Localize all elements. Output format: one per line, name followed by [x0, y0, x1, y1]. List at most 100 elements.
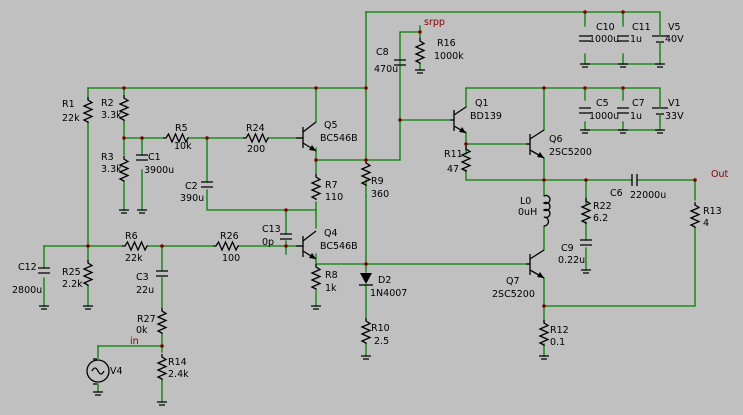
- c5-value: 1000u: [589, 111, 619, 122]
- q5-value: BC546B: [320, 133, 358, 144]
- net-label-srpp: srpp: [424, 17, 445, 28]
- r24-name: R24: [246, 123, 265, 134]
- resistor-r13: [690, 201, 700, 229]
- resistor-r1: [83, 96, 93, 124]
- c8-name: C8: [376, 47, 389, 58]
- r14-name: R14: [168, 357, 187, 368]
- transistor-q5: [296, 121, 317, 152]
- r27-value: 0k: [136, 325, 148, 336]
- c9-name: C9: [561, 243, 574, 254]
- capacitor-c1: [136, 154, 148, 161]
- resistor-r7: [311, 173, 321, 201]
- r3-value: 3.3k: [101, 164, 122, 175]
- r13-value: 4: [703, 218, 709, 229]
- c10-value: 1000u: [589, 34, 619, 45]
- capacitor-c3: [156, 270, 168, 277]
- net-label-out: Out: [711, 169, 728, 180]
- d2-value: 1N4007: [370, 288, 407, 299]
- r9-name: R9: [371, 176, 384, 187]
- c11-value: 1u: [630, 34, 642, 45]
- junction-dots: [86, 10, 697, 348]
- inductor-l0: [542, 194, 551, 227]
- r5-value: 10k: [174, 141, 192, 152]
- diode-d2: [359, 273, 373, 286]
- c12-value: 2800u: [12, 285, 42, 296]
- c2-name: C2: [185, 181, 198, 192]
- r2-value: 3.3k: [101, 110, 122, 121]
- r10-value: 2.5: [374, 336, 389, 347]
- net-label-in: in: [130, 336, 139, 347]
- resistor-r24: [242, 133, 270, 143]
- r7-name: R7: [325, 180, 338, 191]
- resistor-r12: [539, 319, 549, 347]
- transistor-q7: [526, 249, 545, 279]
- capacitor-c7: [617, 107, 629, 114]
- c5-name: C5: [596, 98, 609, 109]
- v5-value: 40V: [665, 34, 684, 45]
- r8-name: R8: [325, 270, 338, 281]
- c6-name: C6: [610, 188, 623, 199]
- v1-value: 33V: [665, 111, 684, 122]
- capacitor-c5: [579, 107, 591, 114]
- capacitor-c8: [394, 59, 406, 66]
- c3-value: 22u: [136, 285, 154, 296]
- q6-value: 2SC5200: [549, 147, 592, 158]
- capacitor-c2: [201, 181, 213, 188]
- r25-name: R25: [62, 267, 81, 278]
- transistor-q1: [450, 106, 467, 134]
- v4-name: V4: [110, 366, 123, 377]
- q6-name: Q6: [549, 134, 563, 145]
- c6-value: 22000u: [630, 190, 666, 201]
- ac-source-v4: [86, 358, 110, 385]
- r1-value: 22k: [62, 113, 80, 124]
- r8-value: 1k: [325, 283, 337, 294]
- r12-value: 0.1: [550, 337, 565, 348]
- r22-name: R22: [593, 201, 612, 212]
- transistor-q6: [526, 129, 545, 159]
- r13-name: R13: [703, 206, 722, 217]
- c13-value: 0p: [262, 237, 274, 248]
- dc-source-v5: [652, 25, 668, 55]
- resistor-r14: [157, 353, 167, 381]
- r12-name: R12: [550, 325, 569, 336]
- r10-name: R10: [371, 323, 390, 334]
- c12-name: C12: [18, 262, 37, 273]
- r22-value: 6.2: [593, 213, 608, 224]
- c11-name: C11: [632, 22, 651, 33]
- capacitor-c9: [580, 239, 592, 246]
- capacitor-c11: [617, 35, 629, 42]
- r16-value: 1000k: [434, 51, 464, 62]
- resistor-r27: [157, 307, 167, 335]
- resistor-r10: [361, 317, 371, 345]
- resistor-r25: [83, 259, 93, 287]
- c13-name: C13: [262, 224, 281, 235]
- d2-name: D2: [378, 275, 391, 286]
- l0-name: L0: [520, 196, 531, 207]
- r26-name: R26: [220, 231, 239, 242]
- ground-symbols: [39, 63, 665, 406]
- q4-name: Q4: [324, 228, 338, 239]
- capacitor-c10: [579, 35, 591, 42]
- r26-value: 100: [222, 253, 240, 264]
- capacitor-c6: [631, 174, 638, 186]
- r6-value: 22k: [125, 253, 143, 264]
- r25-value: 2.2k: [62, 279, 83, 290]
- r7-value: 110: [325, 192, 343, 203]
- c9-value: 0.22u: [558, 255, 585, 266]
- resistor-r16: [415, 37, 425, 65]
- r9-value: 360: [371, 189, 389, 200]
- c1-value: 3900u: [144, 165, 174, 176]
- r5-name: R5: [175, 123, 188, 134]
- r11-value: 47: [447, 164, 459, 175]
- v1-name: V1: [668, 98, 681, 109]
- c2-value: 390u: [180, 193, 204, 204]
- v5-name: V5: [668, 22, 681, 33]
- r3-name: R3: [101, 152, 114, 163]
- transistor-q4: [296, 230, 317, 260]
- r11-name: R11: [444, 149, 463, 160]
- r2-name: R2: [101, 98, 114, 109]
- capacitor-c12: [38, 267, 50, 274]
- capacitor-c13: [280, 233, 292, 240]
